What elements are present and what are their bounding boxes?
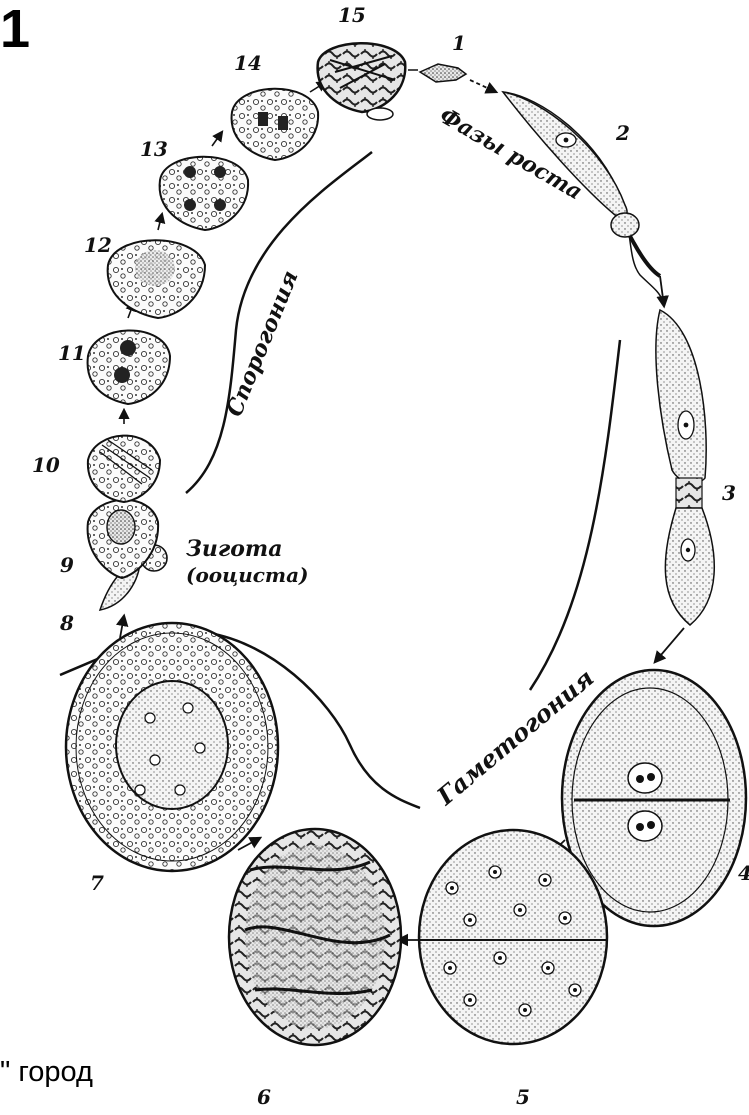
cropped-caption-text: " город (0, 1056, 93, 1089)
stage-13-spore (160, 132, 249, 230)
stage-number-4: 4 (738, 861, 749, 885)
gametogony-divider-curve (530, 340, 620, 690)
stage-number-9: 9 (60, 553, 74, 577)
stage-number-3: 3 (722, 481, 736, 505)
stage-number-8: 8 (59, 611, 74, 635)
stage-5-nuclear-division (398, 830, 607, 1044)
stage-12-spore (108, 214, 205, 318)
stage-number-12: 12 (84, 233, 112, 257)
stage-number-5: 5 (516, 1085, 530, 1109)
stage-number-15: 15 (338, 3, 366, 27)
figure-number: 1 (0, 2, 30, 56)
spore-series (88, 43, 418, 578)
stage-2-trophozoite (503, 92, 664, 306)
stage-3-syzygy (655, 310, 714, 662)
stage-15-spore (318, 43, 418, 120)
stage-10-spore (88, 410, 160, 502)
stage-6-gamete-formation (229, 829, 401, 1045)
stage-1-sporozoite (420, 64, 496, 92)
stage-number-1: 1 (452, 31, 466, 55)
stage-number-11: 11 (58, 341, 86, 365)
stage-7-gamete-cyst (66, 616, 278, 871)
stage-14-spore (232, 82, 326, 160)
stage-number-2: 2 (615, 121, 630, 145)
stage-number-14: 14 (234, 51, 262, 75)
stage-number-7: 7 (90, 871, 104, 895)
stage-number-10: 10 (32, 453, 60, 477)
zygote-title: Зигота (186, 536, 282, 562)
stage-number-13: 13 (140, 137, 168, 161)
stage-number-6: 6 (257, 1085, 271, 1109)
zygote-subtitle: (ооциста) (186, 563, 309, 587)
